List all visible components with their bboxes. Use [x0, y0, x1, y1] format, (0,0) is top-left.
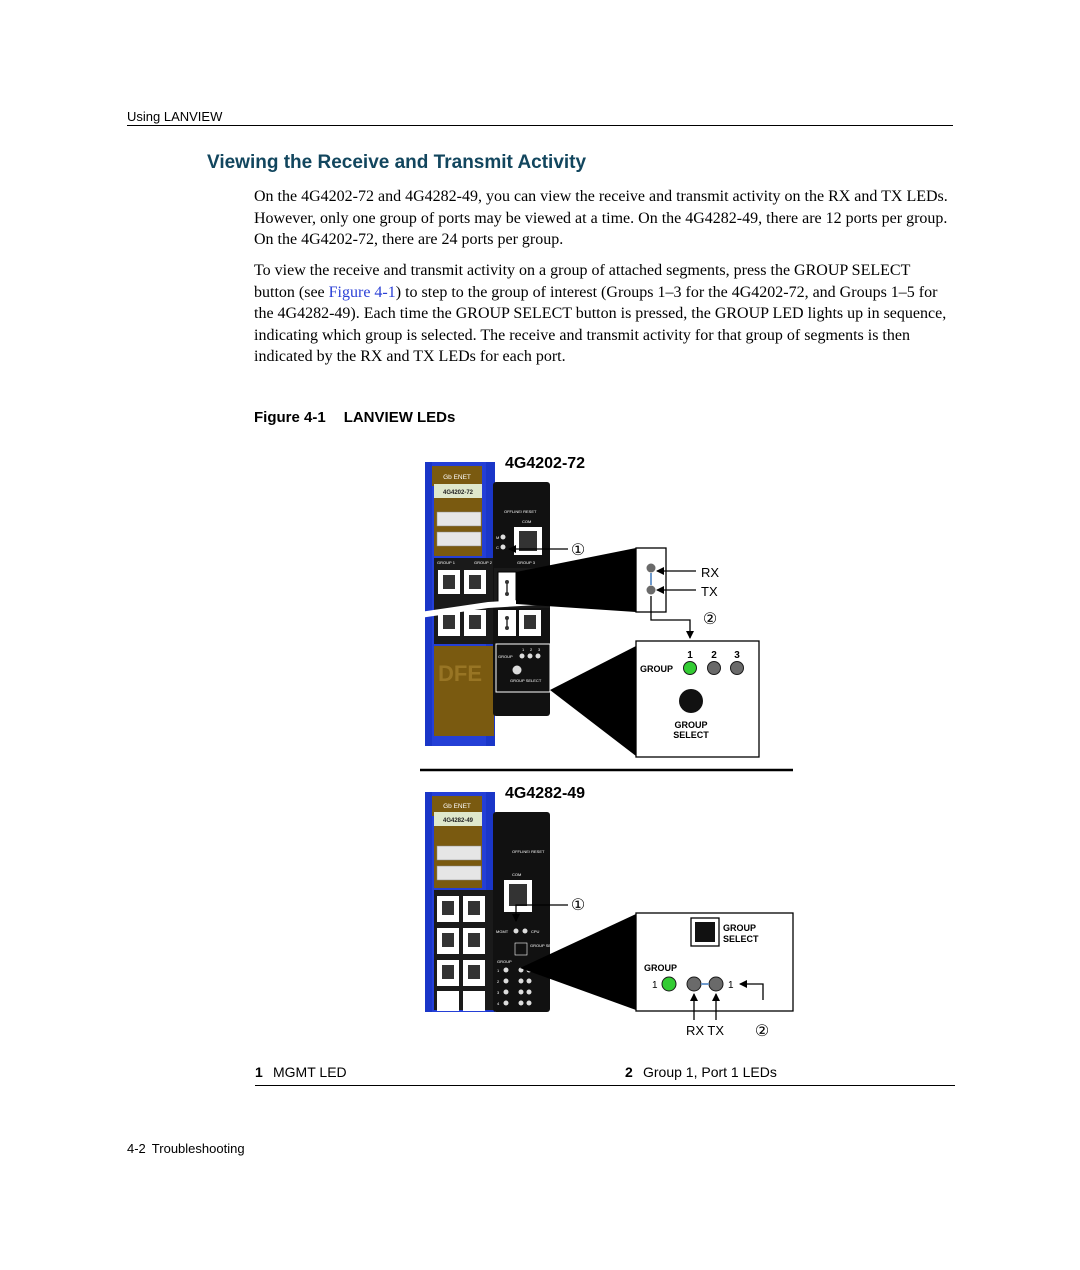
module-1-group-led-1 — [683, 661, 697, 675]
paragraph-1: On the 4G4202-72 and 4G4282-49, you can … — [254, 188, 948, 248]
module-1-group-select-button — [512, 665, 522, 675]
svg-text:2: 2 — [530, 647, 533, 652]
module-4g4282-49: 4G4282-49 Gb ENET 4G4282-49 OFFLINE/ RES… — [425, 785, 794, 1040]
svg-text:1: 1 — [687, 650, 693, 661]
module-2-label — [434, 812, 482, 826]
svg-text:C: C — [496, 545, 499, 550]
svg-text:M: M — [496, 535, 499, 540]
svg-text:SELECT: SELECT — [723, 934, 759, 944]
svg-text:3: 3 — [538, 647, 541, 652]
figure-title: LANVIEW LEDs — [343, 409, 456, 426]
svg-text:1: 1 — [652, 980, 658, 991]
figure-link[interactable]: Figure 4-1 — [328, 283, 396, 301]
svg-text:4: 4 — [497, 1001, 500, 1006]
legend-item-1: 1 MGMT LED — [255, 1064, 347, 1080]
module-1-label-text: 4G4202-72 — [443, 490, 474, 496]
svg-text:GROUP 1: GROUP 1 — [437, 560, 456, 565]
figure-number: Figure 4-1 — [254, 409, 326, 426]
module-2-mgmt-led — [513, 928, 519, 934]
svg-text:OFFLINE/ RESET: OFFLINE/ RESET — [512, 849, 545, 854]
module-2-rxtx-label: RX TX — [686, 1023, 724, 1038]
svg-text:GROUP: GROUP — [498, 654, 513, 659]
svg-text:1: 1 — [522, 647, 525, 652]
page-number: 4-2 — [127, 1141, 146, 1156]
svg-text:GROUP: GROUP — [674, 720, 707, 730]
module-1-callout-1: ① — [571, 542, 585, 559]
running-head: Using LANVIEW — [127, 109, 223, 124]
module-1-badge: Gb ENET — [443, 474, 471, 481]
module-1-slot-2 — [436, 531, 482, 547]
module-2-callout-2: ② — [755, 1023, 769, 1040]
module-2-rx-led — [686, 976, 702, 992]
module-2-group-led-1 — [661, 976, 677, 992]
module-1-tx-label: TX — [701, 584, 718, 599]
svg-text:GROUP: GROUP — [723, 923, 756, 933]
module-1-slot-1 — [436, 511, 482, 527]
svg-text:1: 1 — [497, 968, 500, 973]
legend-number: 1 — [255, 1064, 263, 1080]
svg-text:3: 3 — [497, 990, 500, 995]
module-2-detail-group-label: GROUP — [644, 963, 677, 973]
paragraph-2-text-b: ) to step to the group of interest (Grou… — [254, 283, 947, 366]
module-1-logo: DFE — [438, 661, 482, 686]
legend-text: Group 1, Port 1 LEDs — [643, 1064, 777, 1080]
page-footer: 4-2 Troubleshooting — [127, 1141, 245, 1156]
module-1-group-select-detail-button — [679, 689, 703, 713]
module-1-group-led-3 — [730, 661, 744, 675]
module-2-callout-1-arrow — [512, 904, 568, 922]
module-2-badge: Gb ENET — [443, 803, 471, 810]
svg-text:COM: COM — [522, 519, 531, 524]
svg-text:SELECT: SELECT — [673, 730, 709, 740]
svg-text:2: 2 — [497, 979, 500, 984]
module-2-name: 4G4282-49 — [505, 785, 585, 802]
module-2-zoom-wedge — [520, 914, 636, 1010]
module-2-callout-1: ① — [571, 897, 585, 914]
module-2-label-text: 4G4282-49 — [443, 818, 474, 824]
module-1-detail-group-label: GROUP — [640, 664, 673, 674]
svg-text:COM: COM — [512, 872, 521, 877]
module-4g4202-72: 4G4202-72 Gb ENET 4G4202-72 GROUP 1 GROU… — [420, 455, 760, 758]
module-1-mgmt-led — [500, 544, 506, 550]
svg-text:OFFLINE/ RESET: OFFLINE/ RESET — [504, 509, 537, 514]
svg-text:2: 2 — [711, 650, 717, 661]
svg-text:MGMT: MGMT — [496, 929, 509, 934]
module-1-callout-2: ② — [703, 611, 717, 628]
section-title: Viewing the Receive and Transmit Activit… — [207, 152, 587, 173]
module-1-zoom-wedge-2 — [550, 646, 636, 756]
figure-caption: Figure 4-1 LANVIEW LEDs — [254, 409, 455, 426]
legend-item-2: 2 Group 1, Port 1 LEDs — [625, 1064, 777, 1080]
svg-text:1: 1 — [728, 980, 734, 991]
module-2-panel-led-rows: 1 2 3 4 — [497, 967, 532, 1006]
module-1-rx-led — [646, 563, 656, 573]
module-1-name: 4G4202-72 — [505, 455, 585, 472]
module-1-tx-led — [646, 585, 656, 595]
svg-text:GROUP SELECT: GROUP SELECT — [510, 678, 542, 683]
svg-text:GROUP 2: GROUP 2 — [474, 560, 493, 565]
legend-rule — [255, 1085, 955, 1086]
legend-text: MGMT LED — [273, 1064, 347, 1080]
module-1-rx-label: RX — [701, 565, 719, 580]
module-1-group-led-2 — [707, 661, 721, 675]
svg-text:GROUP 3: GROUP 3 — [517, 560, 536, 565]
chapter-name: Troubleshooting — [151, 1141, 245, 1156]
module-1-label — [434, 484, 482, 498]
svg-text:GROUP SELECT: GROUP SELECT — [530, 943, 562, 948]
module-2-tx-led — [708, 976, 724, 992]
svg-text:3: 3 — [734, 650, 740, 661]
header-rule — [127, 125, 953, 126]
svg-text:GROUP: GROUP — [497, 959, 512, 964]
paragraph-2-text-a: To view the receive and transmit activit… — [254, 262, 911, 301]
module-1-group-panel — [495, 643, 551, 693]
legend-number: 2 — [625, 1064, 633, 1080]
paragraph-2: To view the receive and transmit activit… — [254, 260, 954, 368]
module-1-zoom-wedge-1 — [516, 548, 636, 612]
svg-text:CPU: CPU — [531, 929, 540, 934]
